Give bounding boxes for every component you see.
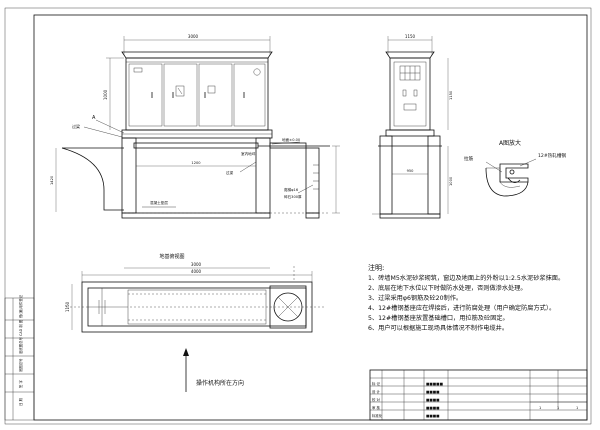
side-elevation: 1150 950 1150 1000	[372, 34, 453, 219]
outer-border	[4, 7, 592, 425]
side-right-dim-2: 1000	[449, 176, 453, 186]
side-strip-6: 日 期	[18, 398, 23, 406]
note-item-5: 5、12#槽钢基座放置基础槽口，用拉筋及砼固定。	[368, 315, 509, 322]
arrow-head-icon	[183, 348, 189, 356]
side-strip-2: CAD 制 图	[18, 319, 23, 336]
label-beam: 过梁	[72, 123, 80, 129]
title-block: 标 记 设 计 校 对 审 核 标准化 ■■■■■ ■■■■ ■■■■ ■■■■…	[369, 369, 588, 421]
side-strip-1: 借(通)用件登记	[18, 294, 23, 318]
side-inner-dim: 950	[407, 169, 415, 173]
detail-label-right: 12#热轧槽钢	[538, 152, 566, 159]
tb-mid-2: ■■■■	[426, 390, 440, 394]
notes-title: 注明:	[368, 264, 385, 272]
plan-outer-dim: 4000	[191, 269, 202, 274]
side-strip-3: 旧底图总号	[18, 336, 23, 354]
detail-title: A图放大	[499, 139, 521, 147]
span-dim: 1200	[191, 161, 201, 165]
note-item-2: 2、底层在地下水位以下时做防水处理，否则做渗水处理。	[368, 285, 527, 292]
side-right-dim-1: 1150	[449, 90, 453, 100]
front-width-dim: 3000	[188, 34, 199, 39]
notes-block: 注明: 1、砖墙M5水泥砂浆砌筑，窗边及地面上的外粉以1:2.5水泥砂浆抹面。 …	[368, 263, 578, 334]
note-item-3: 3、过梁采用φ6钢筋及砼20制作。	[368, 295, 463, 302]
tb-row-3: 校 对	[372, 397, 380, 402]
tb-row-2: 设 计	[372, 389, 380, 394]
front-height-dim: 1000	[103, 89, 108, 100]
plan-inner-dim: 3000	[191, 262, 202, 267]
note-item-6: 6、用户可以根据施工现场具体情况不制作电缆井。	[368, 325, 509, 332]
label-pad: 混凝土垫层	[150, 200, 168, 205]
note-item-1: 1、砖墙M5水泥砂浆砌筑，窗边及地面上的外粉以1:2.5水泥砂浆抹面。	[368, 275, 565, 282]
note-item-4: 4、12#槽钢基座应在焊接后，进行防腐处理（用户确定防腐方式）。	[368, 305, 556, 312]
side-strip: 借(通)用件登记 CAD 制 图 旧底图总号 底图总号 签 字 日 期	[4, 294, 35, 421]
label-floor: 室内地坪	[241, 151, 256, 156]
tb-mid-1: ■■■■■	[426, 382, 444, 386]
operation-direction: 操作机构所在方向	[183, 348, 244, 392]
left-height-dim: 1420	[50, 175, 54, 185]
tb-row-1: 标 记	[372, 381, 380, 386]
tb-scale-2: 1	[557, 406, 559, 410]
side-strip-5: 签 字	[18, 380, 23, 388]
detail-label-left: 拉筋	[464, 155, 474, 162]
tb-row-4: 审 核	[372, 405, 380, 410]
plan-view: 地基俯视图 4000 3000 1150	[65, 253, 326, 333]
tb-scale-3: 1	[576, 406, 578, 410]
side-strip-4: 底图总号	[18, 358, 23, 372]
label-ground: 地面±0.00	[282, 137, 301, 142]
callout-a: A	[92, 115, 96, 121]
tb-row-5: 标准化	[372, 413, 383, 418]
plan-side-dim: 1150	[65, 301, 70, 312]
detail-a: A图放大 拉筋 12#热轧槽钢	[464, 139, 566, 197]
plan-title: 地基俯视图	[159, 253, 184, 260]
front-elevation: 3000 1000 A 过梁	[50, 34, 340, 219]
inner-border	[33, 14, 588, 421]
tb-scale-1: 1	[539, 406, 541, 410]
label-gravel: 碎石300厚	[284, 194, 302, 199]
label-rebar: 爬梯φ16	[284, 187, 299, 192]
label-beam-2: 过梁	[226, 170, 234, 175]
tb-mid-3: ■■■■	[426, 398, 440, 402]
tb-mid-4: ■■■■	[426, 406, 440, 410]
side-top-dim: 1150	[405, 34, 416, 39]
operation-label: 操作机构所在方向	[196, 379, 244, 387]
tb-mid-5: ■■■■	[426, 414, 440, 418]
